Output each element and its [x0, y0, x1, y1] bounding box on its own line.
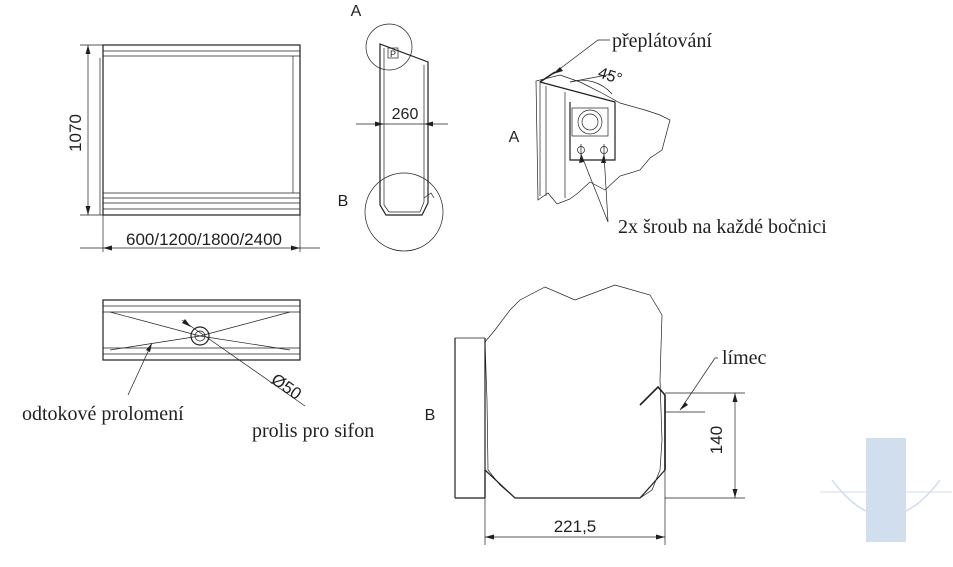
collar-profile [639, 385, 666, 470]
top-outline [102, 299, 301, 361]
drain-bend-label: odtokové prolomení [22, 403, 184, 425]
svg-text:P: P [390, 49, 396, 59]
detail-b-height-label: 140 [707, 426, 726, 454]
detail-b: B límec 140 221,5 [425, 284, 767, 545]
side-view: A P B 260 [338, 3, 448, 252]
side-letter-b: B [338, 193, 349, 210]
siphon-label: prolis pro sifon [252, 420, 374, 442]
top-view: odtokové prolomení Ø50 prolis pro sifon [22, 299, 374, 442]
detail-a-angle-label: 45° [596, 65, 624, 89]
detail-a-overlap-label: přeplátování [612, 30, 712, 52]
collar-label: límec [722, 347, 767, 369]
siphon-hole [190, 326, 210, 346]
front-view: 1070 600/1200/1800/2400 [66, 44, 320, 252]
detail-a-screws-label: 2x šroub na každé bočnici [618, 216, 827, 238]
detail-a-callout-circle [365, 23, 413, 71]
side-profile [379, 43, 429, 216]
front-outline [102, 44, 301, 216]
detail-a-drain-hole [577, 109, 603, 135]
detail-a-letter: A [509, 129, 520, 146]
detail-b-width-label: 221,5 [554, 517, 597, 536]
brand-logo-icon [820, 438, 952, 542]
side-width-label: 260 [392, 106, 419, 123]
detail-b-letter: B [425, 407, 436, 424]
detail-b-callout-circle [364, 172, 444, 252]
detail-a-break-outline [535, 74, 671, 205]
side-letter-a: A [351, 3, 362, 20]
diameter-label: Ø50 [268, 370, 305, 404]
front-height-label: 1070 [66, 114, 85, 152]
detail-a: A přeplátování 45° 2x šroub na každé boč… [509, 30, 828, 238]
detail-b-break-outline [484, 284, 663, 499]
front-width-label: 600/1200/1800/2400 [126, 230, 282, 249]
